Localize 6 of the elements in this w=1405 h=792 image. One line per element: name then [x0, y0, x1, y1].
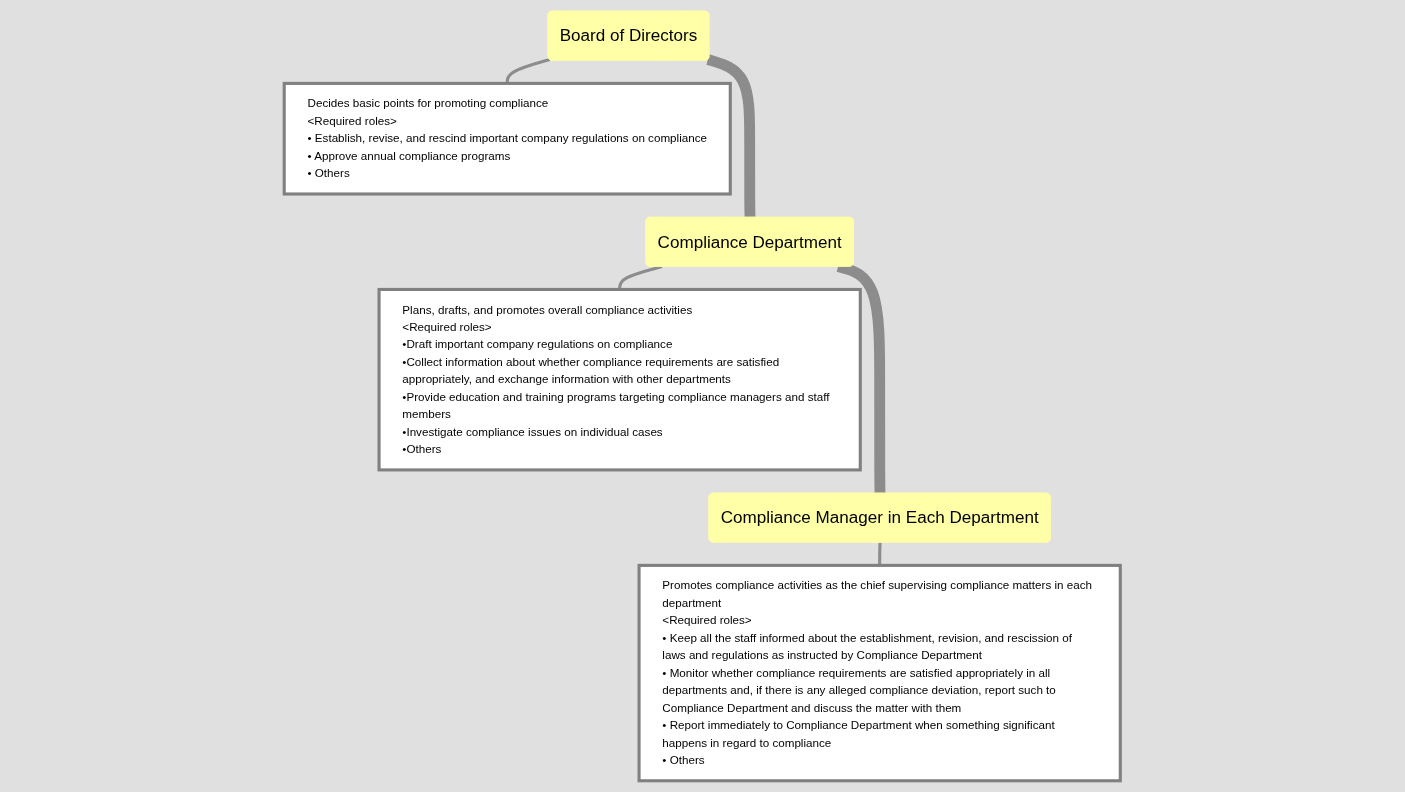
node-box: Plans, drafts, and promotes overall compliance activities <Required roles> •Draft important company regulations on compliance •Collect information about whether compliance requirements are satisfied appropriately, and exchange information with other departments •Provide education and training programs targeting compliance managers and staff members •Investigate compliance issues on individual cases •Others [377, 287, 863, 472]
connector [878, 542, 882, 566]
connector [505, 58, 551, 84]
node-box: Decides basic points for promoting compliance <Required roles> • Establish, revise, and rescind important company regulations on compliance • Approve annual compliance programs • Others [282, 81, 733, 196]
connector [618, 265, 663, 290]
node-box: Promotes compliance activities as the chief supervising compliance matters in each department <Required roles> • Keep all the staff informed about the establishment, revision, and rescission of laws and regulations as instructed by Compliance Department • Monitor whether compliance requirements are satisfied appropriately in all departments and, if there is any alleged compliance deviation, report such to Compliance Department and discuss the matter with them • Report immediately to Compliance Department when something significant happens in regard to compliance • Others [637, 563, 1123, 783]
